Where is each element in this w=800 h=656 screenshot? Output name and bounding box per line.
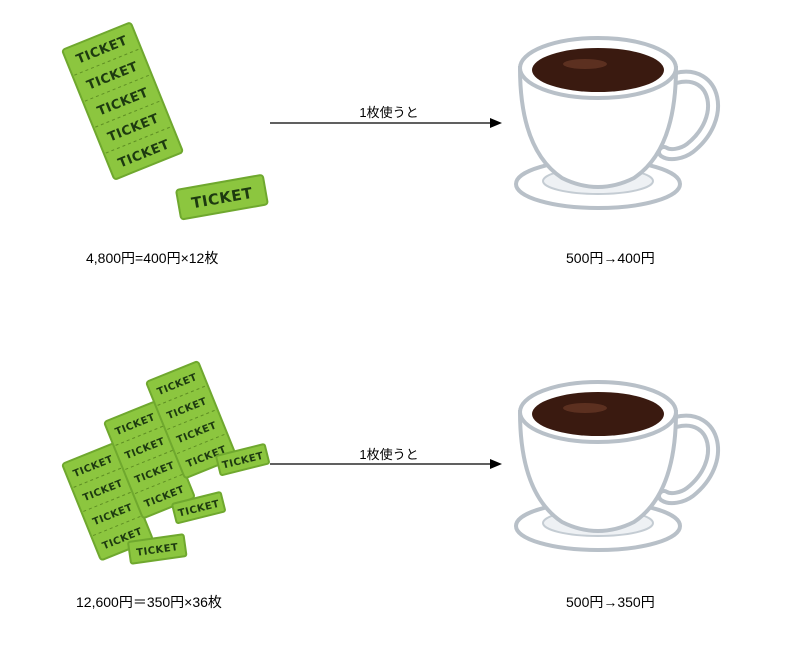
single-ticket-icon: TICKET xyxy=(175,174,269,221)
arrow xyxy=(270,459,502,469)
ticket-bundle-icon: TICKET TICKET TICKET TICKET TICKET TICKE… xyxy=(61,360,270,565)
scene-1-illustration: TICKET TICKET TICKET TICKET TICKET TICKE… xyxy=(61,22,721,221)
scene-2-illustration: TICKET TICKET TICKET TICKET TICKET TICKE… xyxy=(61,360,721,565)
ticket-price-caption: 12,600円＝350円×36枚 xyxy=(76,594,222,610)
coffee-cup-icon xyxy=(514,36,721,210)
ticket-price-caption: 4,800円=400円×12枚 xyxy=(86,250,219,266)
arrow xyxy=(270,118,502,128)
arrow-label: 1枚使うと xyxy=(359,105,419,120)
arrow-label: 1枚使うと xyxy=(359,447,419,462)
coffee-price-caption: 500円→400円 xyxy=(566,250,655,266)
coffee-price-caption: 500円→350円 xyxy=(566,594,655,610)
scene-ticket-bundle: TICKET TICKET TICKET TICKET TICKET TICKE… xyxy=(0,340,800,656)
ticket-strip-icon: TICKET TICKET TICKET TICKET TICKET xyxy=(61,22,184,180)
coffee-cup-icon xyxy=(514,380,721,552)
scene-ticket-strip: TICKET TICKET TICKET TICKET TICKET TICKE… xyxy=(0,0,800,316)
